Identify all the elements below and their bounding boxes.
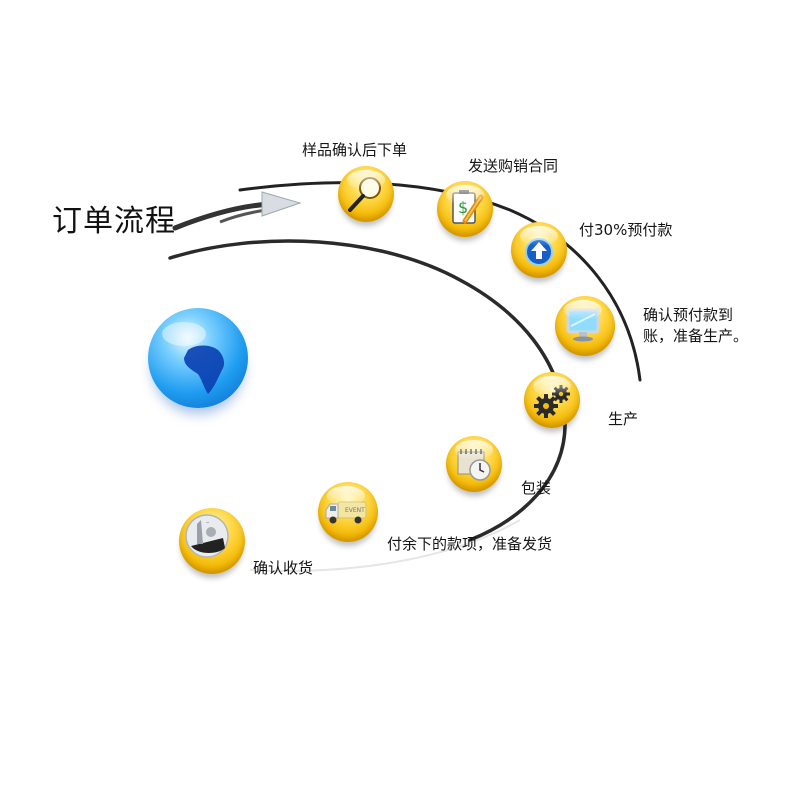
step-7-label: 付余下的款项，准备发货: [387, 535, 553, 553]
step-4-label: 确认预付款到 账，准备生产。: [643, 305, 748, 347]
step-2-node[interactable]: $: [437, 181, 493, 237]
svg-text:~: ~: [206, 520, 209, 525]
clipboard-pencil-icon: $: [452, 190, 484, 224]
step-4-node[interactable]: [555, 296, 615, 356]
monitor-icon: [566, 308, 600, 342]
step-6-label: 包装: [521, 479, 552, 497]
coin-icon: ~: [185, 514, 229, 558]
globe-africa-icon: [148, 308, 248, 408]
step-5-node[interactable]: [524, 372, 580, 428]
step-4-label-line2: 账，准备生产。: [643, 327, 749, 345]
step-5-label: 生产: [608, 410, 639, 428]
step-1-label: 样品确认后下单: [302, 141, 408, 159]
step-2-label: 发送购销合同: [468, 157, 559, 175]
step-3-label: 付30%预付款: [579, 221, 673, 239]
gears-icon: [534, 385, 570, 418]
step-6-node[interactable]: [446, 436, 502, 492]
step-4-label-line1: 确认预付款到: [643, 306, 734, 324]
step-8-label: 确认收货: [253, 559, 314, 577]
upload-arrow-icon: [525, 238, 553, 266]
svg-text:EVENT: EVENT: [345, 507, 365, 514]
calendar-clock-icon: [457, 449, 491, 481]
delivery-truck-icon: EVENT: [325, 501, 367, 524]
step-1-node[interactable]: [338, 166, 394, 222]
step-7-node[interactable]: EVENT: [318, 482, 378, 542]
step-8-node[interactable]: ~: [179, 508, 245, 574]
magnifier-icon: [348, 177, 381, 212]
diagram-title: 订单流程: [52, 204, 176, 239]
step-3-node[interactable]: [511, 222, 567, 278]
svg-text:$: $: [458, 198, 468, 217]
